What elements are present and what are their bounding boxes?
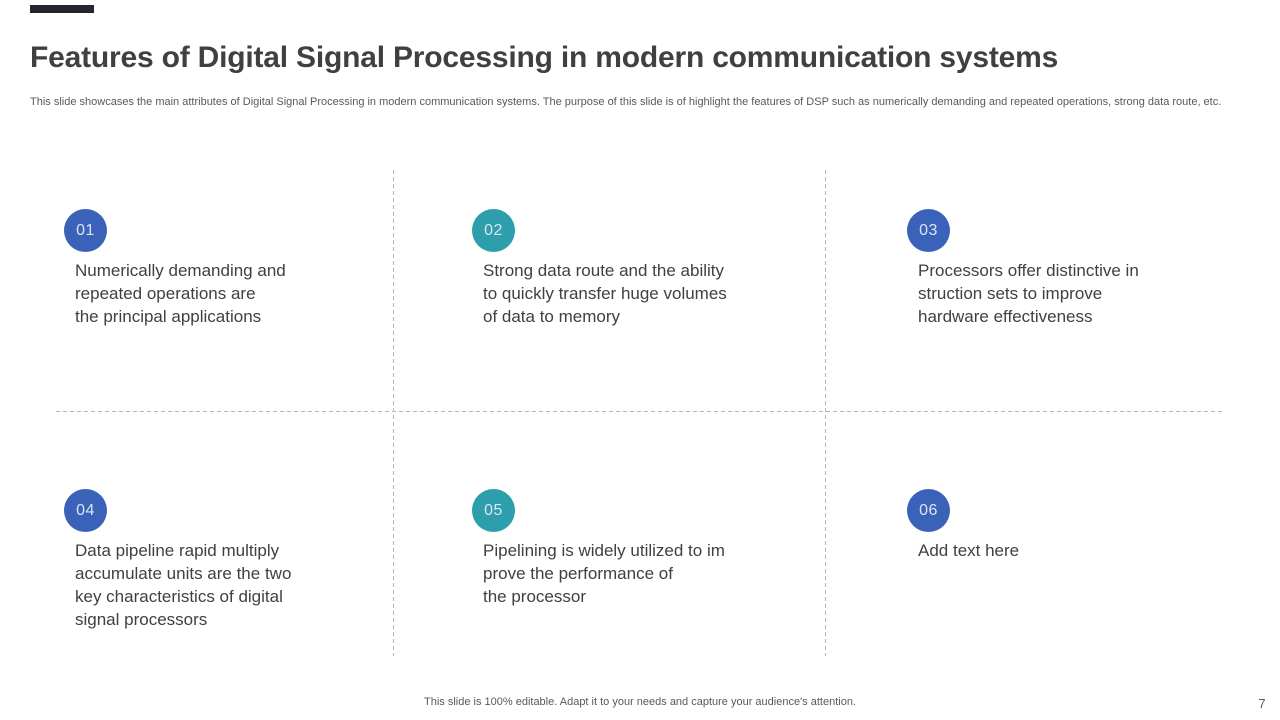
footer-note: This slide is 100% editable. Adapt it to… [424, 696, 856, 708]
feature-number-badge: 03 [907, 209, 950, 252]
slide-subtitle: This slide showcases the main attributes… [30, 96, 1222, 108]
feature-number-badge: 06 [907, 489, 950, 532]
vertical-dashed-divider-left [393, 170, 394, 656]
feature-text: Data pipeline rapid multiply accumulate … [75, 541, 292, 629]
feature-text: Processors offer distinctive in structio… [918, 261, 1139, 326]
feature-item-02: 02 Strong data route and the ability to … [472, 209, 792, 328]
feature-number-badge: 04 [64, 489, 107, 532]
page-title: Features of Digital Signal Processing in… [30, 41, 1059, 74]
feature-text: Pipelining is widely utilized to im prov… [483, 541, 725, 606]
top-accent-bar [30, 5, 94, 13]
page-number: 7 [1258, 696, 1266, 711]
feature-item-01: 01 Numerically demanding and repeated op… [64, 209, 384, 328]
feature-item-05: 05 Pipelining is widely utilized to im p… [472, 489, 792, 608]
horizontal-dashed-divider [56, 411, 1224, 412]
feature-item-06: 06 Add text here [907, 489, 1227, 562]
vertical-dashed-divider-right [825, 170, 826, 656]
feature-item-04: 04 Data pipeline rapid multiply accumula… [64, 489, 384, 631]
feature-text: Add text here [918, 541, 1020, 560]
feature-text: Strong data route and the ability to qui… [483, 261, 727, 326]
feature-number-badge: 01 [64, 209, 107, 252]
feature-number-badge: 02 [472, 209, 515, 252]
feature-number-badge: 05 [472, 489, 515, 532]
feature-text: Numerically demanding and repeated opera… [75, 261, 286, 326]
feature-item-03: 03 Processors offer distinctive in struc… [907, 209, 1227, 328]
